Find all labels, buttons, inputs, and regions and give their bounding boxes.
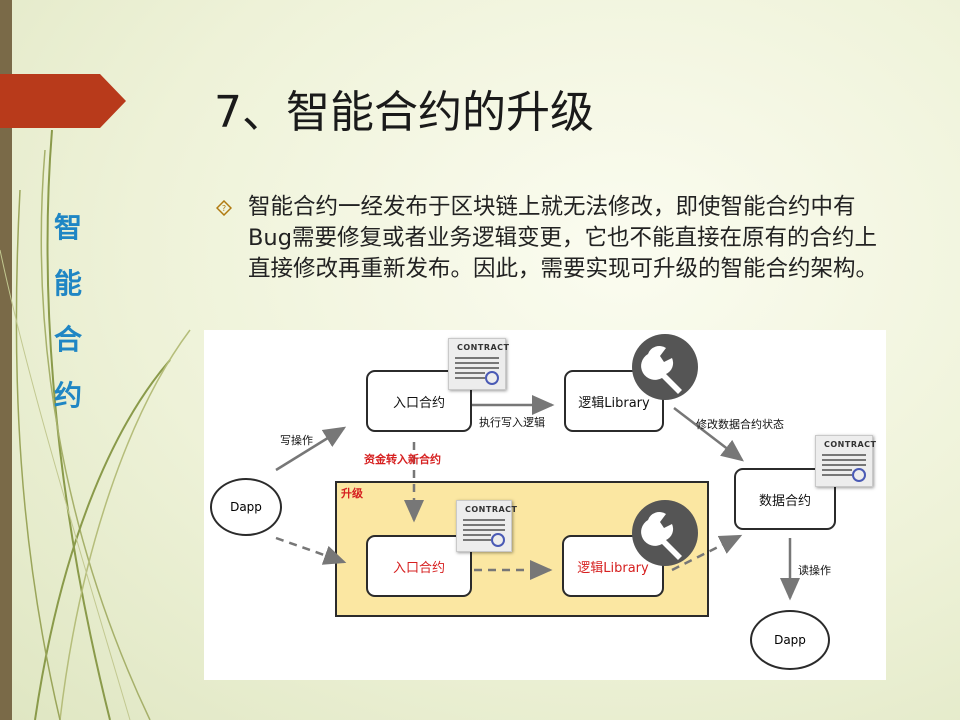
dapp-right-circle: Dapp [750, 610, 830, 670]
exec-write-logic-label: 执行写入逻辑 [479, 416, 545, 429]
write-op-label: 写操作 [280, 434, 313, 447]
read-op-label: 读操作 [798, 564, 831, 577]
slide-title: 7、智能合约的升级 [214, 87, 594, 138]
side-char: 智 [53, 211, 82, 244]
wrench-icon [632, 334, 698, 400]
side-vertical-label: 智 能 合 约 [48, 200, 88, 424]
svg-text:?: ? [222, 204, 226, 213]
side-char: 合 [53, 323, 82, 356]
data-contract-box: 数据合约 [734, 468, 836, 530]
left-stripe [0, 0, 12, 720]
transfer-funds-label: 资金转入新合约 [364, 453, 441, 466]
wrench-icon [632, 500, 698, 566]
contract-document-icon: CONTRACT [815, 435, 876, 487]
title-arrow-shape [0, 74, 126, 128]
contract-document-icon: CONTRACT [456, 500, 517, 552]
body-paragraph: 智能合约一经发布于区块链上就无法修改，即使智能合约中有Bug需要修复或者业务逻辑… [248, 194, 879, 282]
diagram-arrows [275, 395, 800, 601]
bullet-diamond-icon: ? [216, 200, 232, 216]
grass-decoration [0, 130, 191, 720]
new-entry-contract-box: 入口合约 [366, 535, 472, 597]
modify-state-label: 修改数据合约状态 [696, 418, 784, 431]
upgrade-label: 升级 [341, 487, 363, 500]
upgrade-diagram: 升级 入口合约 逻辑Library 数据合约 入口合约 逻辑Library Da… [204, 330, 886, 680]
side-char: 能 [53, 267, 82, 300]
contract-document-icon: CONTRACT [448, 338, 509, 390]
side-char: 约 [53, 379, 82, 412]
dapp-left-circle: Dapp [210, 478, 282, 536]
